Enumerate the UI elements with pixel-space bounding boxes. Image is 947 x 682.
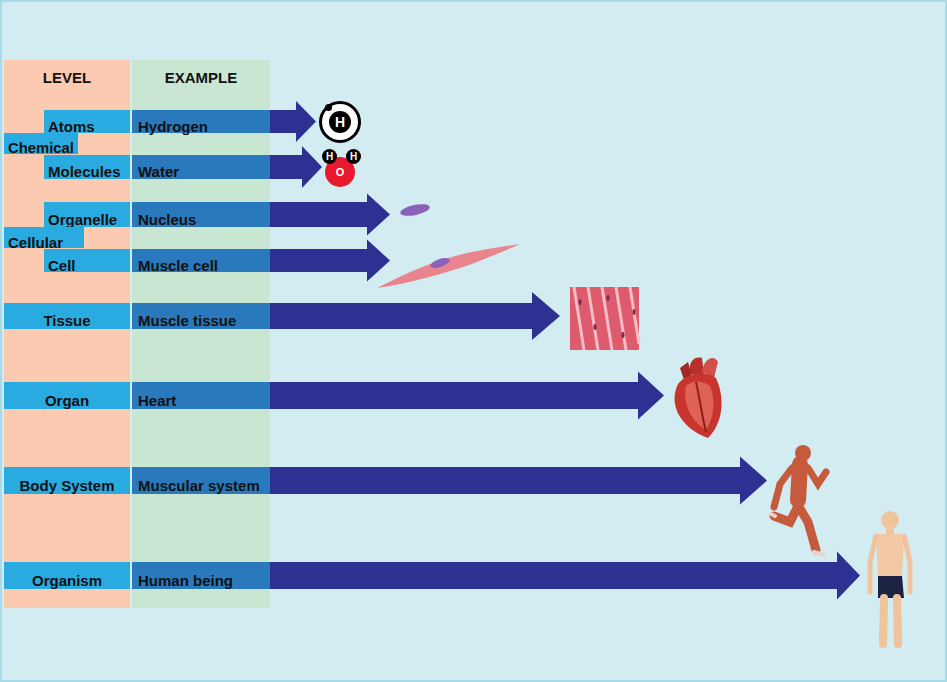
level-name: Tissue bbox=[43, 303, 90, 329]
element-letter: H bbox=[326, 152, 333, 162]
element-letter: H bbox=[329, 111, 351, 133]
example-box: Heart bbox=[132, 382, 270, 409]
example-box: Muscular system bbox=[132, 467, 270, 494]
level-box: Cell bbox=[44, 249, 130, 272]
level-name: Organelle bbox=[48, 202, 117, 228]
example-box: Hydrogen bbox=[132, 110, 270, 133]
level-name: Atoms bbox=[48, 109, 95, 135]
tissue-nuclei bbox=[579, 295, 636, 338]
element-letter: O bbox=[336, 167, 345, 178]
level-box: Organism bbox=[4, 562, 130, 589]
level-arrow bbox=[270, 240, 390, 282]
nucleus-picture bbox=[399, 202, 430, 218]
level-name: Molecules bbox=[48, 154, 121, 180]
example-box: Human being bbox=[132, 562, 270, 589]
level-box: Body System bbox=[4, 467, 130, 494]
hydrogen-atom: H bbox=[346, 149, 361, 164]
example-name: Nucleus bbox=[138, 202, 196, 228]
level-name: Cellular bbox=[8, 225, 63, 251]
level-column: LEVELAtomsChemicalMoleculesOrganelleCell… bbox=[4, 60, 130, 608]
example-box: Nucleus bbox=[132, 202, 270, 227]
level-name: Cell bbox=[48, 248, 76, 274]
level-name: Organism bbox=[32, 563, 102, 589]
level-arrow bbox=[270, 101, 316, 142]
level-name: Organ bbox=[45, 383, 89, 409]
example-name: Hydrogen bbox=[138, 109, 208, 135]
muscular-system-picture bbox=[771, 445, 826, 555]
level-group-box: Chemical bbox=[4, 133, 78, 154]
level-arrow bbox=[270, 146, 322, 188]
human-picture bbox=[870, 511, 910, 644]
cell-nucleus-picture bbox=[429, 256, 450, 270]
hydrogen-atom: H bbox=[322, 149, 337, 164]
level-box: Organ bbox=[4, 382, 130, 409]
heart-picture bbox=[675, 358, 722, 438]
level-group-box: Cellular bbox=[4, 227, 84, 248]
muscle-cell-picture bbox=[377, 244, 520, 288]
example-name: Water bbox=[138, 154, 179, 180]
example-name: Muscle cell bbox=[138, 248, 218, 274]
level-arrow bbox=[270, 194, 390, 236]
tissue-stripes bbox=[574, 287, 639, 350]
layout-arrows bbox=[270, 194, 860, 600]
column-header: EXAMPLE bbox=[132, 60, 270, 86]
level-box: Tissue bbox=[4, 303, 130, 329]
tissue-ground bbox=[570, 287, 639, 350]
example-name: Muscular system bbox=[138, 468, 260, 494]
level-name: Body System bbox=[19, 468, 114, 494]
level-arrow bbox=[270, 552, 860, 600]
example-name: Muscle tissue bbox=[138, 303, 236, 329]
element-letter: H bbox=[350, 152, 357, 162]
example-box: Water bbox=[132, 155, 270, 179]
level-arrow bbox=[270, 372, 664, 420]
level-box: Atoms bbox=[44, 110, 130, 133]
column-header: LEVEL bbox=[4, 60, 130, 86]
example-column: EXAMPLE HydrogenWaterNucleusMuscle cellMu… bbox=[132, 60, 270, 608]
level-box: Organelle bbox=[44, 202, 130, 227]
level-arrow bbox=[270, 292, 560, 340]
level-box: Molecules bbox=[44, 155, 130, 179]
example-name: Human being bbox=[138, 563, 233, 589]
electron-dot bbox=[325, 104, 332, 111]
example-box: Muscle cell bbox=[132, 249, 270, 272]
example-box: Muscle tissue bbox=[132, 303, 270, 329]
example-name: Heart bbox=[138, 383, 176, 409]
atom-symbol: H bbox=[319, 101, 361, 143]
muscle-tissue-picture bbox=[570, 287, 639, 350]
level-arrow bbox=[270, 457, 767, 505]
level-name: Chemical bbox=[8, 131, 74, 156]
